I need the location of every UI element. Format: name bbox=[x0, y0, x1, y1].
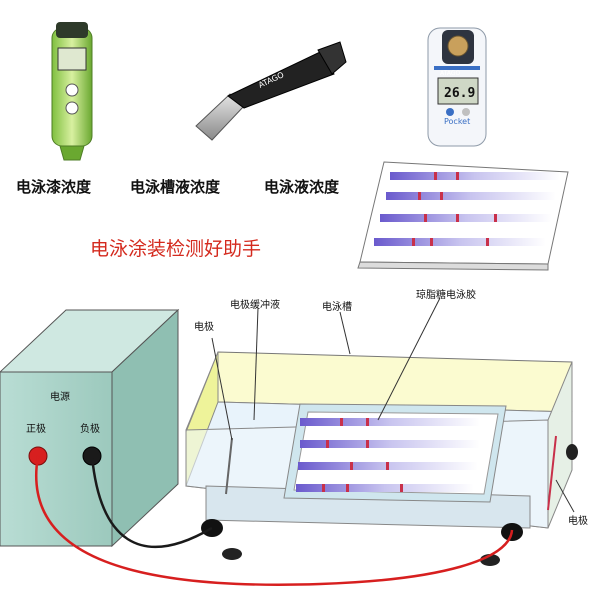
digital-refractometer-icon: 26.9 ATAGO Pocket bbox=[427, 27, 487, 147]
label-electrode-left: 电极 bbox=[194, 322, 214, 333]
label-gel: 琼脂糖电泳胶 bbox=[416, 290, 476, 301]
label-electrode-buffer: 电极缓冲液 bbox=[230, 300, 280, 311]
leader-lines bbox=[211, 297, 575, 513]
caption-tank-concentration: 电泳槽液浓度 bbox=[130, 178, 221, 196]
caption-liquid-concentration: 电泳液浓度 bbox=[264, 178, 340, 196]
label-tank: 电泳槽 bbox=[322, 302, 352, 313]
label-power: 电源 bbox=[50, 392, 70, 403]
gel-bands-top bbox=[374, 172, 560, 246]
gel-plate-top bbox=[357, 161, 569, 271]
headline: 电泳涂装检测好助手 bbox=[90, 238, 262, 260]
refractometer-icon: ATAGO bbox=[195, 41, 347, 141]
red-wire bbox=[35, 455, 514, 586]
label-negative: 负极 bbox=[80, 424, 100, 435]
conductivity-meter-icon bbox=[51, 22, 93, 161]
label-electrode-right: 电极 bbox=[568, 516, 588, 527]
meter-brand-text: ATAGO bbox=[440, 70, 460, 77]
caption-paint-concentration: 电泳漆浓度 bbox=[16, 178, 92, 196]
gel-slab bbox=[283, 403, 507, 503]
black-wire bbox=[90, 455, 213, 548]
label-positive: 正极 bbox=[26, 424, 46, 435]
meter-model-text: Pocket bbox=[444, 117, 470, 126]
meter-reading: 26.9 bbox=[444, 86, 475, 101]
